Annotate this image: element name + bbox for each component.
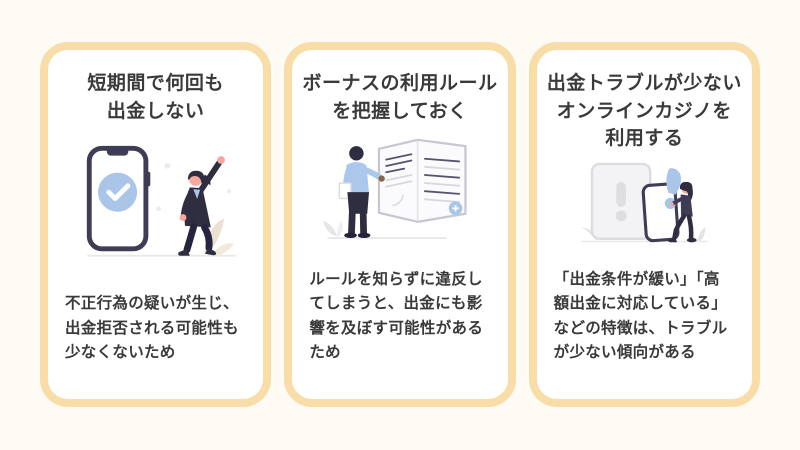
plus-badge-icon	[449, 201, 463, 216]
open-book-icon	[378, 138, 467, 224]
card-description: ルールを知らずに違反してしまうと、出金にも影響を及ぼす可能性があるため	[309, 270, 484, 362]
card-no-frequent-withdrawals: 短期間で何回も 出金しない	[40, 42, 272, 407]
tablet-warning-icon	[590, 162, 652, 240]
card-illustration	[56, 125, 255, 276]
card-use-reliable-casino: 出金トラブルが少ない オンラインカジノを 利用する	[528, 42, 760, 407]
checkmark-icon	[98, 172, 138, 212]
dot-decoration	[226, 189, 231, 193]
dot-decoration	[156, 206, 162, 212]
card-description: 「出金条件が緩い」「高額出金に対応している」などの特徴は、トラブルが少ない傾向が…	[553, 270, 728, 362]
celebrating-woman-figure	[178, 155, 226, 256]
man-reading-rulebook-illustration	[323, 138, 467, 240]
reading-man-figure	[338, 146, 386, 239]
card-know-bonus-rules: ボーナスの利用ルール を把握しておく	[284, 42, 516, 407]
dot-decoration	[164, 162, 171, 169]
card-title: 短期間で何回も 出金しない	[87, 73, 224, 122]
card-title: ボーナスの利用ルール を把握しておく	[302, 73, 498, 122]
warning-woman-figure	[668, 181, 697, 242]
card-illustration	[300, 125, 499, 252]
card-title: 出金トラブルが少ない オンラインカジノを 利用する	[546, 73, 742, 150]
card-illustration	[545, 153, 744, 252]
plant-decoration	[323, 221, 344, 237]
withdrawal-warning-illustration	[580, 162, 709, 242]
smartphone-check-illustration	[86, 145, 236, 257]
card-description: 不正行為の疑いが生じ、出金拒否される可能性も少なくないため	[65, 295, 239, 362]
